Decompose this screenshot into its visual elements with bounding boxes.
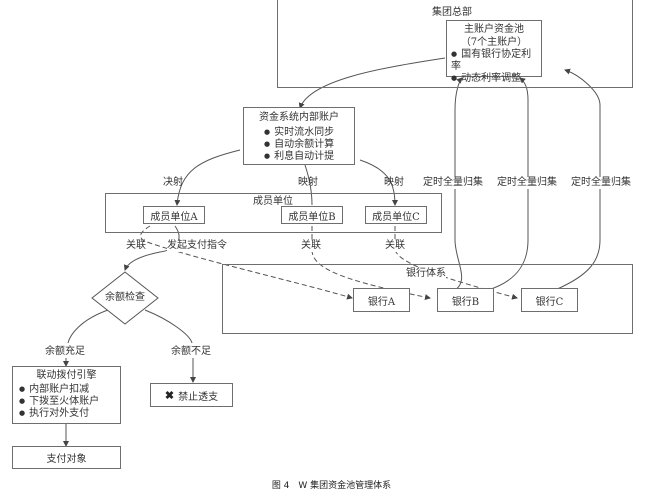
cross-icon: ✖	[164, 388, 175, 402]
pool-title: 主账户资金池	[464, 24, 524, 35]
edge-label-sweep-3: 定时全量归集	[571, 177, 631, 189]
payment-engine-box: 联动拨付引擎 内部账户扣减 下拨至火体账户 执行对外支付	[12, 366, 121, 424]
overdraft-label: 禁止透支	[178, 391, 219, 403]
edge-label-link-c: 关联	[385, 240, 405, 252]
edge-label-sufficient: 余额充足	[45, 346, 85, 358]
edge-decision-sufficient	[67, 309, 109, 344]
internal-account-bullets: 实时流水同步 自动余额计算 利息自动计提	[250, 127, 348, 163]
pool-bullet: 国有银行协定利率	[451, 49, 537, 73]
hq-label: 集团总部	[432, 7, 472, 18]
edge-label-insufficient: 余额不足	[171, 346, 211, 358]
edge-label-map-c: 映射	[384, 177, 404, 188]
master-account-pool: 主账户资金池 （7个主账户） 国有银行协定利率 动态利率调整	[446, 20, 542, 84]
internal-account-title: 资金系统内部账户	[259, 112, 339, 123]
members-container	[105, 193, 442, 233]
bank-system-label: 银行体系	[406, 268, 446, 280]
engine-bullet: 内部账户扣减	[19, 384, 114, 396]
edge-label-link-a: 关联	[126, 240, 146, 251]
edge-label-pay-instruction: 发起支付指令	[167, 240, 227, 252]
edge-label-map-a: 决射	[163, 177, 183, 188]
overdraft-prohibited-box: ✖ 禁止透支	[150, 383, 233, 407]
bank-system-container	[222, 264, 633, 334]
edge-decision-insufficient	[144, 309, 193, 344]
bank-b: 银行B	[437, 288, 494, 312]
members-label: 成员单位	[253, 196, 293, 207]
payment-engine-bullets: 内部账户扣减 下拨至火体账户 执行对外支付	[19, 384, 114, 420]
internal-account-box: 资金系统内部账户 实时流水同步 自动余额计算 利息自动计提	[243, 107, 355, 165]
figure-caption: 图 4 W 集团资金池管理体系	[271, 481, 392, 491]
member-unit-b: 成员单位B	[281, 206, 343, 224]
internal-bullet: 实时流水同步	[264, 127, 348, 139]
bank-a: 银行A	[353, 288, 410, 312]
edge-label-sweep-1: 定时全量归集	[423, 177, 483, 189]
payment-engine-title: 联动拨付引擎	[36, 370, 97, 381]
payee-box: 支付对象	[12, 446, 121, 469]
pool-bullet: 动态利率调整	[451, 73, 537, 85]
edge-label-sweep-2: 定时全量归集	[497, 177, 557, 189]
decision-label: 余额检查	[105, 292, 145, 303]
member-unit-c: 成员单位C	[365, 206, 427, 224]
internal-bullet: 利息自动计提	[264, 151, 348, 163]
edge-label-map-b: 映射	[298, 177, 318, 188]
bank-c: 银行C	[521, 288, 578, 312]
member-unit-a: 成员单位A	[143, 206, 205, 224]
edge-label-link-b: 关联	[301, 240, 321, 252]
internal-bullet: 自动余额计算	[264, 139, 348, 151]
engine-bullet: 下拨至火体账户	[19, 396, 114, 408]
hq-container	[277, 0, 633, 88]
pool-bullets: 国有银行协定利率 动态利率调整	[451, 49, 537, 85]
pool-subtitle: （7个主账户）	[460, 37, 528, 48]
engine-bullet: 执行对外支付	[19, 408, 114, 420]
